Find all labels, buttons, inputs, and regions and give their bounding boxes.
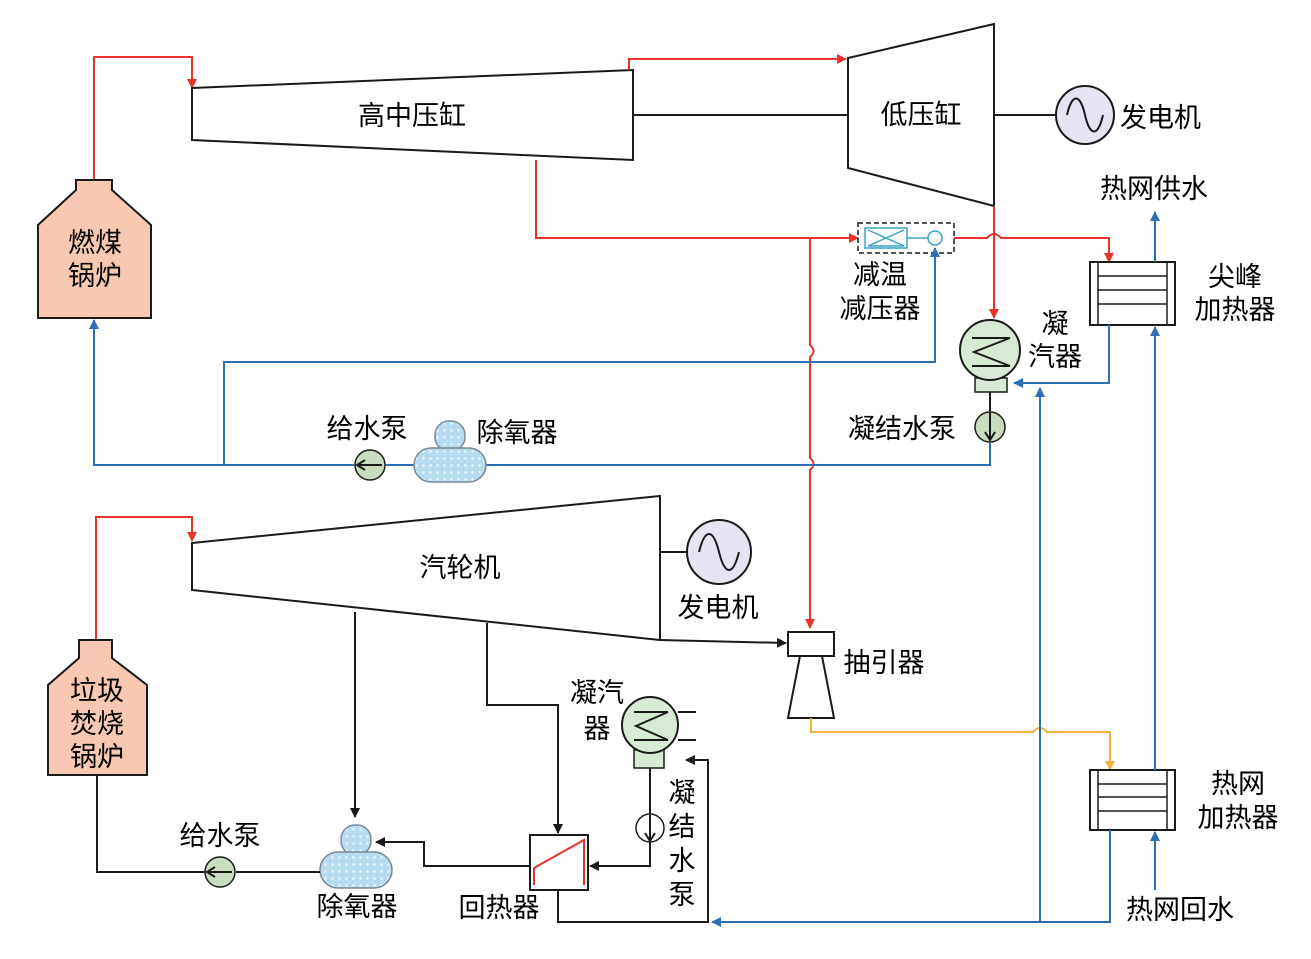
- coal-boiler: [37, 179, 152, 319]
- condensate-pump-bottom-arrow-icon: [644, 815, 656, 843]
- waste-boiler: [47, 639, 148, 776]
- condensate-pump-bottom-label-3: 水: [669, 846, 696, 877]
- heat-network-heater: [1089, 769, 1176, 831]
- heat-return-water-label: 热网回水: [1126, 895, 1234, 926]
- deaerator-top-dome: [434, 420, 466, 452]
- desuperheater-label-1: 减温: [853, 260, 907, 291]
- hp-ip-cylinder: [191, 68, 634, 162]
- deaerator-bottom-dome: [340, 824, 372, 856]
- peak-heater-drain-line: [1013, 325, 1110, 388]
- coal-boiler-label-2: 锅炉: [68, 261, 122, 292]
- regenerator-to-deaerator: [375, 837, 530, 867]
- condenser-bottom-label-1: 凝汽: [570, 678, 624, 709]
- heat-network-heater-label-2: 加热器: [1198, 803, 1279, 834]
- generator-bottom-label: 发电机: [678, 593, 759, 624]
- deaerator-top-label: 除氧器: [477, 418, 558, 449]
- deaerator-top: [413, 447, 487, 483]
- condensate-pump-bottom-label-1: 凝: [669, 778, 696, 809]
- crossover-steam-line: [628, 54, 847, 70]
- regenerator-coil-icon: [533, 838, 585, 885]
- ejector-body: [786, 655, 836, 719]
- condenser-top-coil-icon: [971, 337, 1011, 367]
- peak-heater-label-2: 加热器: [1195, 295, 1276, 326]
- condensate-pump-top-label: 凝结水泵: [848, 414, 956, 445]
- condensate-return-line-top: [486, 442, 991, 466]
- feed-pump-bottom-arrow-icon: [205, 866, 232, 878]
- peak-heater-steam-line: [954, 233, 1114, 263]
- lp-cylinder-label: 低压缸: [881, 100, 962, 131]
- condenser-top-label-1: 凝: [1042, 309, 1069, 340]
- desuperheater-box: [857, 222, 955, 254]
- regenerator-label: 回热器: [459, 893, 540, 924]
- condensate-pump-bottom-label-2: 结: [669, 812, 696, 843]
- regenerator-drain-line: [557, 755, 709, 923]
- deaerator-bottom: [319, 851, 393, 889]
- condenser-bottom: [621, 696, 679, 754]
- waste-boiler-label-3: 锅炉: [70, 742, 124, 773]
- condenser-top-label-2: 汽器: [1028, 342, 1082, 373]
- condenser-top: [959, 319, 1021, 381]
- coal-boiler-label-1: 燃煤: [68, 228, 122, 259]
- coal-boiler-steam-line: [93, 56, 197, 180]
- boiler-feed-line-top: [89, 319, 354, 466]
- turbine-extraction-regenerator: [486, 623, 563, 834]
- ejector-exhaust-line: [810, 718, 1115, 771]
- ejector-head: [787, 631, 835, 657]
- generator-top-label: 发电机: [1120, 103, 1201, 134]
- ejector-label: 抽引器: [844, 648, 925, 679]
- heat-supply-water-label: 热网供水: [1100, 174, 1208, 205]
- turbine-label: 汽轮机: [420, 553, 501, 584]
- turbine-exhaust-line: [659, 637, 787, 648]
- waste-boiler-label-2: 焚烧: [70, 709, 124, 740]
- generator-top-sine-icon: [1066, 97, 1104, 133]
- condensate-pump-bottom-label-4: 泵: [669, 880, 696, 911]
- condenser-bottom-label-2: 器: [584, 714, 611, 745]
- hp-extraction-steam-line: [535, 160, 859, 243]
- waste-boiler-steam-line: [95, 516, 197, 640]
- desuperheater-label-2: 减压器: [840, 294, 921, 325]
- desuperheater-nozzle: [927, 230, 943, 246]
- peak-heater: [1089, 261, 1176, 326]
- condensate-to-regenerator: [589, 842, 651, 871]
- deaerator-bottom-label: 除氧器: [317, 892, 398, 923]
- feed-pump-top-arrow-icon: [355, 459, 382, 471]
- regenerator: [529, 834, 589, 891]
- condenser-bottom-coil-icon: [633, 711, 669, 741]
- feed-pump-top-label: 给水泵: [327, 414, 408, 445]
- hp-ip-cylinder-label: 高中压缸: [358, 101, 466, 132]
- ejector-steam-line: [805, 238, 815, 629]
- spray-water-line: [223, 247, 940, 465]
- generator-bottom-sine-icon: [698, 533, 740, 571]
- peak-heater-label-1: 尖峰: [1208, 262, 1262, 293]
- condensate-pump-top-arrow-icon: [984, 413, 996, 442]
- heat-network-heater-drain-line: [711, 830, 1111, 927]
- heat-network-heater-label-1: 热网: [1211, 769, 1265, 800]
- desuperheater-valve-icon: [867, 229, 905, 247]
- feed-pump-bottom-label: 给水泵: [180, 821, 261, 852]
- boiler-feed-line-bottom: [96, 775, 205, 873]
- waste-boiler-label-1: 垃圾: [70, 676, 124, 707]
